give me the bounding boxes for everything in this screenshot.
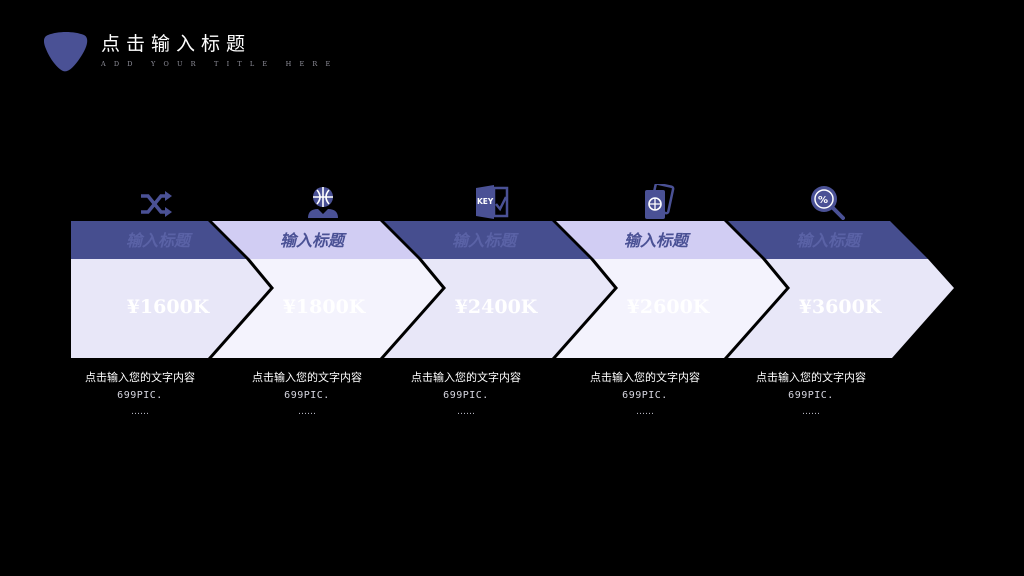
chevron-step-1 [71, 221, 270, 358]
step-value: ¥3600K [798, 296, 882, 318]
chevron-step-2 [212, 221, 442, 358]
caption-text: 点击输入您的文字内容 [590, 371, 700, 384]
caption-text: 点击输入您的文字内容 [85, 371, 195, 384]
page-subtitle: ADD YOUR TITLE HERE [101, 60, 339, 68]
page-title: 点击输入标题 [101, 33, 252, 55]
step-title: 输入标题 [623, 231, 688, 250]
chevron-step-5 [728, 221, 954, 358]
caption-dots: …… [298, 407, 316, 417]
svg-text:%: % [818, 195, 828, 206]
caption-dots: …… [457, 407, 475, 417]
svg-text:KEY: KEY [477, 197, 494, 206]
caption-text: 点击输入您的文字内容 [411, 371, 521, 384]
caption-dots: …… [802, 407, 820, 417]
logo-blob-icon [44, 32, 88, 72]
chevron-step-3 [384, 221, 614, 358]
step-title: 输入标题 [451, 231, 516, 250]
caption-code: 699PIC. [117, 390, 163, 401]
key-book-icon: KEY [476, 185, 509, 219]
step-caption: 点击输入您的文字内容 699PIC. …… [736, 369, 886, 419]
caption-dots: …… [636, 407, 654, 417]
step-value: ¥1600K [126, 296, 210, 318]
step-value: ¥2400K [454, 296, 538, 318]
step-caption: 点击输入您的文字内容 699PIC. …… [232, 369, 382, 419]
step-title: 输入标题 [279, 231, 344, 250]
step-caption: 点击输入您的文字内容 699PIC. …… [570, 369, 720, 419]
step-value: ¥2600K [626, 296, 710, 318]
caption-code: 699PIC. [443, 390, 489, 401]
step-value: ¥1800K [282, 296, 366, 318]
caption-dots: …… [131, 407, 149, 417]
shuffle-icon [141, 191, 172, 217]
step-title: 输入标题 [125, 231, 190, 250]
caption-text: 点击输入您的文字内容 [252, 371, 362, 384]
caption-text: 点击输入您的文字内容 [756, 371, 866, 384]
passport-icon [645, 184, 675, 219]
caption-code: 699PIC. [284, 390, 330, 401]
caption-code: 699PIC. [622, 390, 668, 401]
percent-search-icon: % [811, 186, 845, 220]
globe-user-icon [308, 187, 338, 218]
chevron-step-4 [556, 221, 786, 358]
step-caption: 点击输入您的文字内容 699PIC. …… [391, 369, 541, 419]
step-caption: 点击输入您的文字内容 699PIC. …… [65, 369, 215, 419]
caption-code: 699PIC. [788, 390, 834, 401]
step-title: 输入标题 [795, 231, 860, 250]
